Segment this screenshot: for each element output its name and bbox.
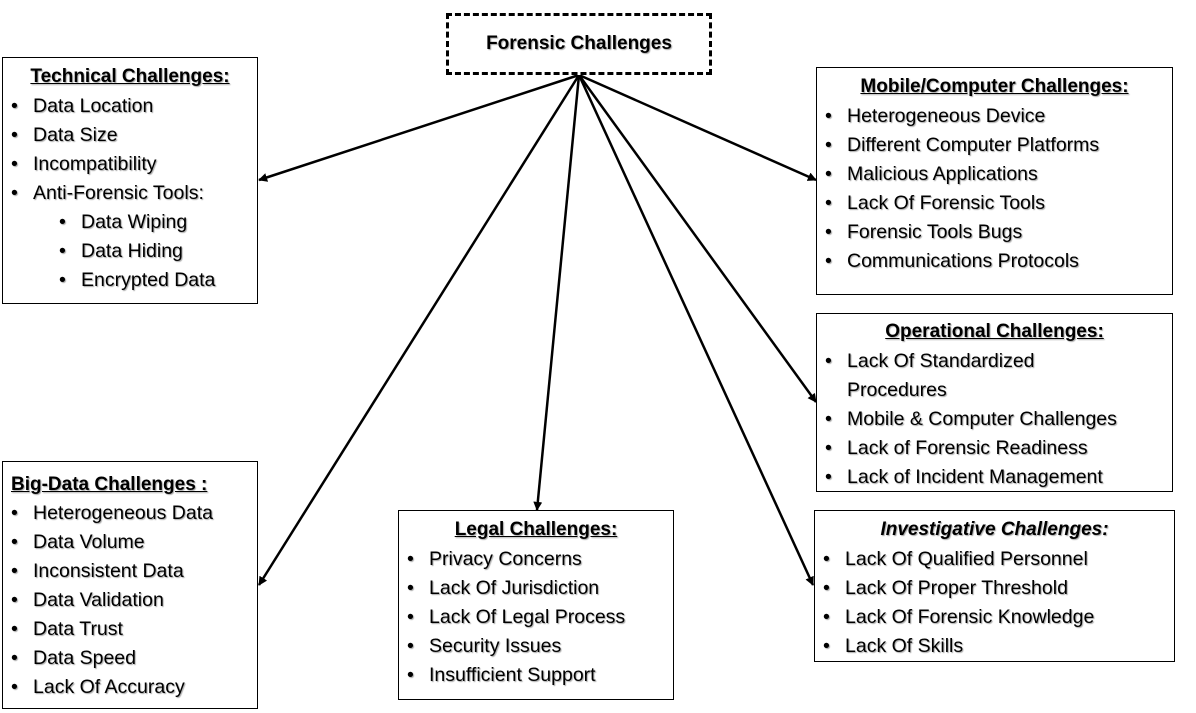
list-item: Lack Of Forensic Knowledge bbox=[815, 603, 1174, 632]
mobile-computer-challenges-box: Mobile/Computer Challenges: Heterogeneou… bbox=[816, 67, 1173, 295]
sub-list-item: Encrypted Data bbox=[3, 266, 257, 295]
list-item: Lack of Incident Management bbox=[817, 463, 1172, 492]
arrow-to-mobile bbox=[578, 73, 817, 182]
list-item: Heterogeneous Data bbox=[3, 499, 257, 528]
investigative-challenges-box: Investigative Challenges: Lack Of Qualif… bbox=[814, 510, 1175, 662]
big-data-challenges-box: Big-Data Challenges : Heterogeneous Data… bbox=[2, 461, 258, 709]
arrow-to-investigative bbox=[577, 74, 815, 586]
list-item: Lack Of Proper Threshold bbox=[815, 574, 1174, 603]
mobile-computer-challenges-title: Mobile/Computer Challenges: bbox=[860, 76, 1129, 97]
list-item: Lack Of Jurisdiction bbox=[399, 574, 673, 603]
list-item: Lack Of Forensic Tools bbox=[817, 189, 1172, 218]
list-item: Data Size bbox=[3, 121, 257, 150]
list-item: Data Location bbox=[3, 92, 257, 121]
technical-challenges-box: Technical Challenges: Data Location Data… bbox=[2, 57, 258, 304]
sub-list-item: Data Wiping bbox=[3, 208, 257, 237]
list-item: Lack Of Standardized Procedures bbox=[817, 347, 1077, 405]
list-item: Insufficient Support bbox=[399, 661, 673, 690]
list-item: Lack Of Accuracy bbox=[3, 673, 257, 702]
list-item: Forensic Tools Bugs bbox=[817, 218, 1172, 247]
list-item: Inconsistent Data bbox=[3, 557, 257, 586]
list-item: Data Validation bbox=[3, 586, 257, 615]
legal-challenges-box: Legal Challenges: Privacy Concerns Lack … bbox=[398, 510, 674, 700]
sub-list-item: Data Hiding bbox=[3, 237, 257, 266]
list-item: Privacy Concerns bbox=[399, 545, 673, 574]
operational-challenges-title: Operational Challenges: bbox=[885, 321, 1104, 342]
mobile-computer-challenges-list: Heterogeneous Device Different Computer … bbox=[817, 102, 1172, 276]
list-item: Lack Of Qualified Personnel bbox=[815, 545, 1174, 574]
list-item: Incompatibility bbox=[3, 150, 257, 179]
legal-challenges-title: Legal Challenges: bbox=[454, 519, 618, 540]
big-data-challenges-list: Heterogeneous Data Data Volume Inconsist… bbox=[3, 499, 257, 702]
list-item: Lack Of Legal Process bbox=[399, 603, 673, 632]
arrow-to-technical bbox=[258, 73, 580, 182]
list-item: Data Trust bbox=[3, 615, 257, 644]
investigative-challenges-list: Lack Of Qualified Personnel Lack Of Prop… bbox=[815, 545, 1174, 661]
list-item: Mobile & Computer Challenges bbox=[817, 405, 1172, 434]
list-item: Security Issues bbox=[399, 632, 673, 661]
arrow-to-legal bbox=[533, 74, 581, 511]
list-item: Heterogeneous Device bbox=[817, 102, 1172, 131]
list-item: Malicious Applications bbox=[817, 160, 1172, 189]
root-title: Forensic Challenges bbox=[486, 33, 672, 54]
list-item: Data Speed bbox=[3, 644, 257, 673]
list-item: Lack of Forensic Readiness bbox=[817, 434, 1172, 463]
arrow-to-bigdata bbox=[257, 74, 581, 586]
technical-challenges-list: Data Location Data Size Incompatibility … bbox=[3, 92, 257, 295]
list-item: Different Computer Platforms bbox=[817, 131, 1172, 160]
list-item: Communications Protocols bbox=[817, 247, 1172, 276]
list-item: Anti-Forensic Tools: bbox=[3, 179, 257, 208]
operational-challenges-list: Lack Of Standardized Procedures Mobile &… bbox=[817, 347, 1172, 492]
investigative-challenges-title: Investigative Challenges: bbox=[880, 519, 1109, 540]
big-data-challenges-title: Big-Data Challenges : bbox=[11, 474, 208, 495]
root-node: Forensic Challenges bbox=[446, 13, 712, 75]
legal-challenges-list: Privacy Concerns Lack Of Jurisdiction La… bbox=[399, 545, 673, 690]
arrow-to-operational bbox=[577, 74, 818, 403]
list-item: Lack Of Skills bbox=[815, 632, 1174, 661]
technical-challenges-title: Technical Challenges: bbox=[30, 66, 230, 87]
operational-challenges-box: Operational Challenges: Lack Of Standard… bbox=[816, 313, 1173, 492]
list-item: Data Volume bbox=[3, 528, 257, 557]
